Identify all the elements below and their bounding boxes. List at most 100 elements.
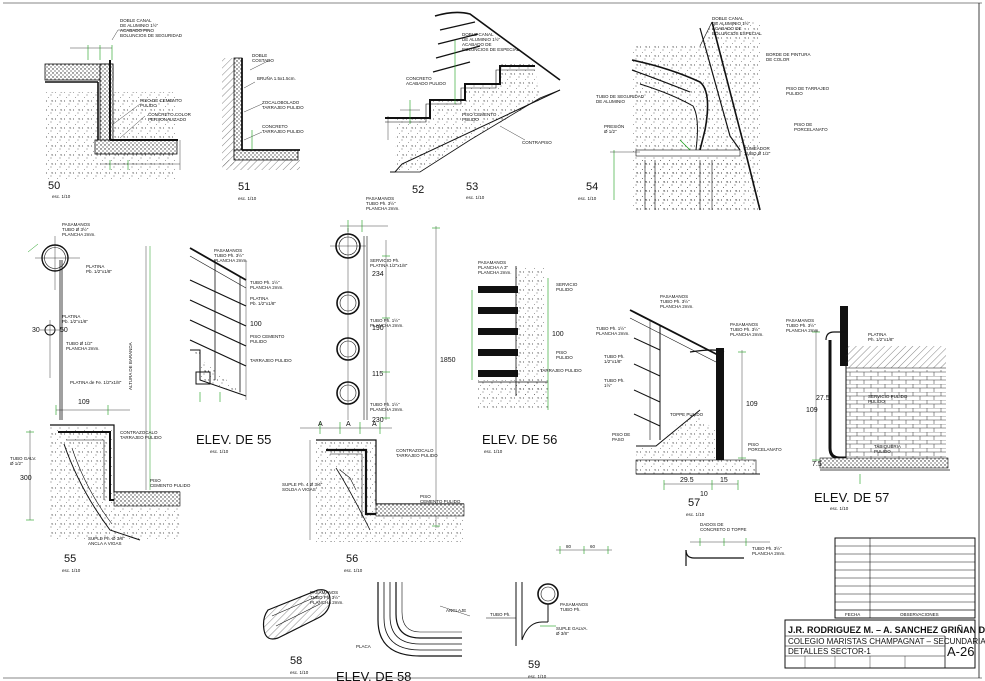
svg-text:PLANCHA 2mm.: PLANCHA 2mm. bbox=[62, 232, 96, 237]
detail-59-label: 59 bbox=[528, 659, 540, 671]
svg-text:A: A bbox=[346, 421, 351, 428]
svg-text:TUBO Ph.: TUBO Ph. bbox=[604, 354, 625, 359]
svg-text:PLATINA de Fe. 1/2"x1/8": PLATINA de Fe. 1/2"x1/8" bbox=[70, 380, 122, 385]
svg-text:PULIDO: PULIDO bbox=[140, 103, 157, 108]
svg-text:PASAMANOS: PASAMANOS bbox=[478, 260, 506, 265]
svg-text:Ø 1/2": Ø 1/2" bbox=[604, 129, 617, 134]
d56-dim-bot: 230 bbox=[372, 417, 384, 424]
svg-text:PLANCHA 2mm.: PLANCHA 2mm. bbox=[310, 600, 344, 605]
svg-text:TUBO Ph. 1½": TUBO Ph. 1½" bbox=[370, 317, 400, 323]
svg-text:CONCRETO D TOPPE: CONCRETO D TOPPE bbox=[700, 527, 747, 532]
svg-text:TUBO GALV.: TUBO GALV. bbox=[10, 456, 36, 461]
detail-59-scale: esc. 1/10 bbox=[528, 674, 547, 679]
title-block bbox=[784, 537, 976, 669]
detail-51: DOBLE COSTADO BRUÑA 1.5x1.5cm. ZOCALOBOL… bbox=[222, 53, 304, 201]
svg-text:TUBO DE SEGURIDAD: TUBO DE SEGURIDAD bbox=[596, 94, 645, 99]
svg-text:TUBO Ø 1/2": TUBO Ø 1/2" bbox=[744, 151, 771, 156]
title-block-sheet-number: A-26 bbox=[947, 644, 974, 659]
svg-text:PULIDO: PULIDO bbox=[462, 117, 479, 122]
svg-text:PULIDO: PULIDO bbox=[556, 287, 573, 292]
svg-text:ZUMEADOR: ZUMEADOR bbox=[744, 146, 771, 151]
svg-text:TUBO Ph. 3½": TUBO Ph. 3½" bbox=[366, 200, 396, 206]
svg-text:PISO DE: PISO DE bbox=[612, 432, 630, 437]
svg-text:TARRAJEO PULIDO: TARRAJEO PULIDO bbox=[540, 368, 582, 373]
detail-58-label: 58 bbox=[290, 655, 302, 667]
title-block-col-fecha: FECHA bbox=[845, 612, 860, 617]
svg-text:PASAMANOS: PASAMANOS bbox=[560, 602, 588, 607]
svg-text:Pb. 1/2"x1/8": Pb. 1/2"x1/8" bbox=[62, 319, 88, 324]
svg-text:BORDE DE PINTURA: BORDE DE PINTURA bbox=[766, 52, 811, 57]
svg-text:CONCRETO: CONCRETO bbox=[406, 76, 432, 81]
elevation-58: ANCLAJE PLACA ELEV. DE 58 bbox=[336, 582, 471, 681]
svg-text:SUPLE Ph. 4 Ø 3/4": SUPLE Ph. 4 Ø 3/4" bbox=[282, 482, 323, 487]
svg-text:PASAMANOS: PASAMANOS bbox=[214, 248, 242, 253]
detail-57: PASAMANOS TUBO Ph. 3½" PLANCHA 2mm. TUBO… bbox=[596, 294, 782, 517]
svg-text:CONTRAZOCALO: CONTRAZOCALO bbox=[120, 430, 158, 435]
title-block-sheet-title: DETALLES SECTOR-1 bbox=[788, 647, 871, 656]
d55-dim-a: 109 bbox=[78, 399, 90, 406]
d56-dim-top: 234 bbox=[372, 271, 384, 278]
svg-text:DE ALUMINIO 1½": DE ALUMINIO 1½" bbox=[120, 22, 159, 28]
svg-text:TARRAJEO PULIDO: TARRAJEO PULIDO bbox=[396, 453, 438, 458]
d57-dim-d: 10 bbox=[700, 491, 708, 498]
svg-text:PRESIÓN: PRESIÓN bbox=[604, 123, 624, 129]
svg-text:DE ALUMINIO 1½": DE ALUMINIO 1½" bbox=[712, 20, 751, 26]
svg-text:CEMENTO PULIDO: CEMENTO PULIDO bbox=[420, 499, 461, 504]
title-block-authors: J.R. RODRIGUEZ M. – A. SANCHEZ GRIÑAN D. bbox=[788, 625, 985, 635]
svg-text:BOLUNCIOS DE ESPECIAL: BOLUNCIOS DE ESPECIAL bbox=[462, 47, 520, 52]
elevation-56: PASAMANOS PLANCHA A 3" PLANCHA 2mm. SERV… bbox=[471, 260, 582, 454]
svg-text:TUBO Ph. 1½": TUBO Ph. 1½" bbox=[370, 401, 400, 407]
svg-text:PLATINA: PLATINA bbox=[86, 264, 104, 269]
elevation-58-label: ELEV. DE 58 bbox=[336, 669, 411, 681]
svg-text:1½": 1½" bbox=[604, 382, 612, 388]
svg-text:TARRAJEO PULIDO: TARRAJEO PULIDO bbox=[262, 105, 304, 110]
svg-text:BOLUNCIOS DE SEGURIDAD: BOLUNCIOS DE SEGURIDAD bbox=[120, 33, 183, 38]
d55-dim-d: 300 bbox=[20, 475, 32, 482]
svg-text:PLATINA: PLATINA bbox=[250, 296, 268, 301]
svg-text:DE COLOR: DE COLOR bbox=[766, 57, 790, 62]
d59-dim-a: 80 bbox=[566, 544, 572, 549]
detail-51-label: 51 bbox=[238, 181, 250, 193]
detail-53-scale: esc. 1/10 bbox=[466, 195, 485, 200]
d56-dim-low: 115 bbox=[372, 371, 383, 378]
detail-57-anchor: DADOS DE CONCRETO D TOPPE TUBO Ph. 3½" P… bbox=[685, 522, 786, 566]
svg-text:PASAMANOS: PASAMANOS bbox=[730, 322, 758, 327]
d57-dim-b: 15 bbox=[720, 477, 728, 484]
svg-text:PORCELANATO: PORCELANATO bbox=[748, 447, 782, 452]
svg-text:TUBO Ph. 3½": TUBO Ph. 3½" bbox=[786, 322, 816, 328]
svg-text:SUPLE Ph. Ø 3/8": SUPLE Ph. Ø 3/8" bbox=[88, 536, 125, 541]
title-block-project: COLEGIO MARISTAS CHAMPAGNAT – SECUNDARIA bbox=[788, 637, 985, 646]
svg-text:PASAMANOS: PASAMANOS bbox=[310, 590, 338, 595]
svg-text:ACABADO PULIDO: ACABADO PULIDO bbox=[406, 81, 447, 86]
detail-53: DOBLE CANAL DE ALUMINIO 1½" ACABADO DE B… bbox=[385, 11, 561, 200]
svg-text:PASAMANOS: PASAMANOS bbox=[366, 196, 394, 201]
svg-text:TUBO Ø 1/2": TUBO Ø 1/2" bbox=[66, 341, 93, 346]
svg-text:DOBLE CANAL: DOBLE CANAL bbox=[462, 32, 494, 37]
svg-text:A: A bbox=[318, 421, 323, 428]
svg-text:ANCLAJE: ANCLAJE bbox=[446, 608, 466, 613]
detail-55-scale: esc. 1/10 bbox=[62, 568, 81, 573]
d56-dim-total: 1850 bbox=[440, 357, 456, 364]
svg-text:PASAMANOS: PASAMANOS bbox=[660, 294, 688, 299]
svg-text:PLANCHA 2mm.: PLANCHA 2mm. bbox=[730, 332, 764, 337]
detail-50: DOBLE CANAL DE ALUMINIO 1½" ACABADO FINO… bbox=[44, 18, 192, 199]
svg-text:PLANCHA 2mm.: PLANCHA 2mm. bbox=[66, 346, 100, 351]
d57-dim-c: 109 bbox=[746, 401, 758, 408]
detail-56: PASAMANOS TUBO Ph. 3½" PLANCHA 2mm. SERV… bbox=[282, 196, 465, 573]
svg-text:SOLDA A VIGAS: SOLDA A VIGAS bbox=[282, 487, 316, 492]
svg-text:ACABADO FINO: ACABADO FINO bbox=[120, 28, 155, 33]
svg-text:TUBO Ph. 3½": TUBO Ph. 3½" bbox=[752, 545, 782, 551]
detail-58: PASAMANOS TUBO Ph. 3½" PLANCHA 2mm. 58 e… bbox=[262, 589, 344, 675]
svg-text:PLANCHA 2mm.: PLANCHA 2mm. bbox=[366, 206, 400, 211]
svg-text:PLACA: PLACA bbox=[356, 644, 371, 649]
svg-text:PLATINA: PLATINA bbox=[62, 314, 80, 319]
svg-text:TUBO Ph. 3½": TUBO Ph. 3½" bbox=[310, 594, 340, 600]
svg-text:TARRAJEO PULIDO: TARRAJEO PULIDO bbox=[120, 435, 162, 440]
elevation-56-scale: esc. 1/10 bbox=[484, 449, 503, 454]
d59-dim-b: 60 bbox=[590, 544, 596, 549]
svg-text:PLANCHA 2mm.: PLANCHA 2mm. bbox=[596, 331, 630, 336]
d57e-dim-b: 7.5 bbox=[812, 461, 822, 468]
svg-text:Ph. 1/2"x1/8": Ph. 1/2"x1/8" bbox=[868, 337, 894, 342]
svg-text:PULIDO: PULIDO bbox=[556, 355, 573, 360]
